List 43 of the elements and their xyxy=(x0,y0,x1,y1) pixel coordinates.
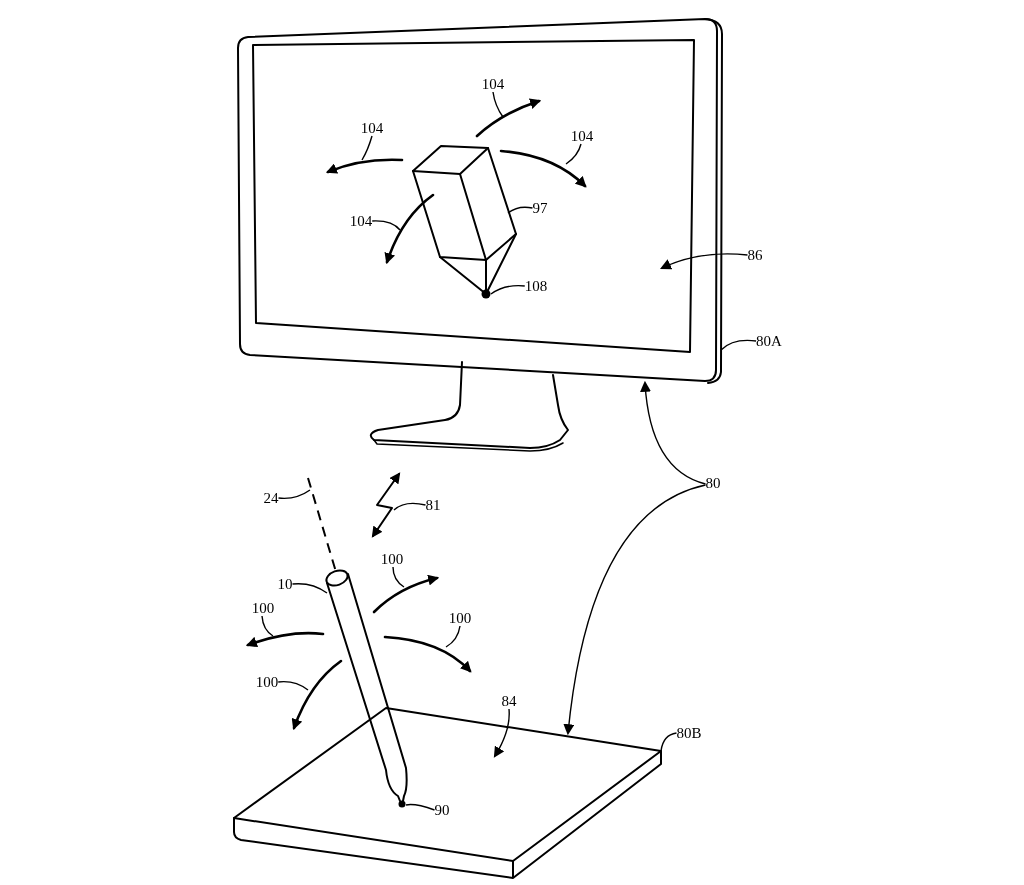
callout-number: 24 xyxy=(263,490,279,506)
leader-line xyxy=(393,502,427,511)
display-screen xyxy=(250,38,698,355)
callout-number: 104 xyxy=(349,213,373,229)
leader-line xyxy=(277,489,311,500)
leader-line xyxy=(720,339,757,351)
callout-number: 80 xyxy=(705,475,721,491)
callout-number: 100 xyxy=(448,610,472,626)
arrow xyxy=(493,708,510,758)
leader-line xyxy=(361,135,373,161)
callout-number: 104 xyxy=(570,128,594,144)
monitor-drawing xyxy=(234,16,724,452)
arrow xyxy=(640,380,707,485)
callout-number: 81 xyxy=(425,497,441,513)
leader-line xyxy=(371,220,401,231)
callout-number: 104 xyxy=(360,120,384,136)
callout-number: 80B xyxy=(676,725,702,741)
leader-line xyxy=(405,803,436,811)
callout-number: 104 xyxy=(481,76,505,92)
callout-number: 108 xyxy=(524,278,548,294)
callout-number: 84 xyxy=(501,693,517,709)
callout-number: 80A xyxy=(756,333,782,349)
leader-line xyxy=(261,615,274,637)
leader-line xyxy=(507,206,534,214)
callout-number: 100 xyxy=(380,551,404,567)
leader-line xyxy=(565,143,582,165)
callout-number: 90 xyxy=(434,802,450,818)
arrow xyxy=(563,484,707,736)
callout-number: 100 xyxy=(255,674,279,690)
tip-dot xyxy=(481,289,491,299)
leader-line xyxy=(490,284,526,295)
tip-dot xyxy=(398,800,406,808)
callout-number: 86 xyxy=(747,247,763,263)
callout-number: 97 xyxy=(532,200,548,216)
leader-line xyxy=(660,732,678,752)
leader-line xyxy=(291,583,328,594)
leader-line xyxy=(392,566,405,588)
leader-line xyxy=(277,680,309,691)
callout-number: 10 xyxy=(277,576,293,592)
leader-line xyxy=(492,91,504,118)
callout-number: 100 xyxy=(251,600,275,616)
leader-line xyxy=(445,625,461,648)
arrow xyxy=(660,253,749,270)
